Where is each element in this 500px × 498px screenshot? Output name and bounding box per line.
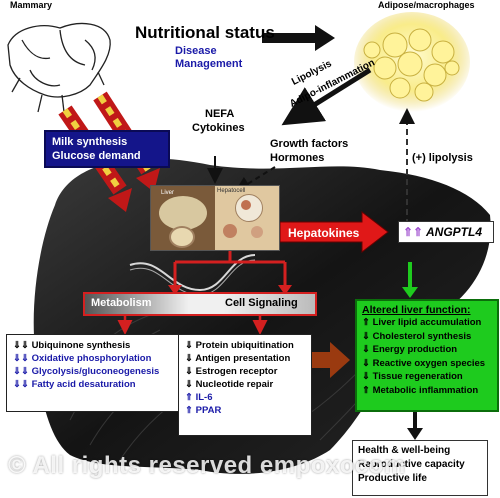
- altered-list-arrow: ⇑: [362, 317, 373, 328]
- metabolism-list-item: ⇓⇓ Glycolysis/gluconeogenesis: [13, 365, 175, 378]
- altered-list-text: Metabolic inflammation: [372, 384, 479, 396]
- metabolism-list-item: ⇓⇓ Ubiquinone synthesis: [13, 339, 175, 352]
- altered-title: Altered liver function:: [362, 304, 471, 316]
- metabolism-list-arrow: ⇓⇓: [13, 366, 32, 377]
- nutritional-status-title: Nutritional status: [135, 23, 275, 42]
- metabolism-list-item: ⇓⇓ Fatty acid desaturation: [13, 378, 175, 391]
- angptl4-arrows: ⇑⇑: [403, 225, 424, 239]
- signaling-list-text: Estrogen receptor: [195, 366, 278, 377]
- signaling-list-item: ⇑ IL-6: [185, 391, 305, 404]
- signaling-list-arrow: ⇓: [185, 353, 196, 364]
- signaling-list-item: ⇑ PPAR: [185, 404, 305, 417]
- signaling-list-text: Nucleotide repair: [195, 379, 274, 390]
- glucose-demand-label: Glucose demand: [52, 150, 141, 162]
- signaling-list-arrow: ⇓: [185, 366, 196, 377]
- watermark: © All rights reserved empoxocom: [8, 452, 406, 479]
- metabolism-signaling-banner: Metabolism Cell Signaling: [83, 292, 317, 316]
- signaling-list-text: PPAR: [195, 405, 222, 416]
- altered-list-text: Energy production: [372, 344, 458, 355]
- signaling-list-arrow: ⇓: [185, 340, 196, 351]
- altered-list-arrow: ⇑: [362, 384, 373, 396]
- metabolism-list-text: Oxidative phosphorylation: [31, 353, 152, 364]
- altered-list-item: ⇓ Reactive oxygen species: [362, 357, 492, 371]
- altered-list-item: ⇑ Liver lipid accumulation: [362, 316, 492, 330]
- angptl4-box: ⇑⇑ ANGPTL4: [398, 221, 494, 243]
- metabolism-list-text: Ubiquinone synthesis: [31, 340, 131, 351]
- hepatokines-label: Hepatokines: [288, 226, 360, 240]
- cell-label-b: Hepatocell: [217, 188, 246, 194]
- metabolism-list: ⇓⇓ Ubiquinone synthesis⇓⇓ Oxidative phos…: [6, 334, 182, 412]
- adipose-label: Adipose/macrophages: [378, 0, 475, 10]
- angptl4-label: ANGPTL4: [426, 225, 483, 239]
- signaling-list-item: ⇓ Estrogen receptor: [185, 365, 305, 378]
- altered-list-text: Liver lipid accumulation: [372, 317, 482, 328]
- metabolism-list-text: Fatty acid desaturation: [31, 379, 136, 390]
- metabolism-list-item: ⇓⇓ Oxidative phosphorylation: [13, 352, 175, 365]
- management-label: Management: [175, 58, 243, 70]
- altered-liver-function-box: Altered liver function: ⇑ Liver lipid ac…: [355, 299, 499, 412]
- metabolism-list-arrow: ⇓⇓: [13, 379, 32, 390]
- signaling-list-text: IL-6: [195, 392, 213, 403]
- health-line-2: Reproductive capacity: [358, 459, 465, 470]
- cytokines-label: Cytokines: [192, 122, 245, 134]
- mammary-label: Mammary: [10, 0, 53, 10]
- altered-list-item: ⇑ Metabolic inflammation: [362, 384, 492, 398]
- altered-list-arrow: ⇓: [362, 357, 373, 369]
- banner-cell-signaling: Cell Signaling: [225, 297, 298, 309]
- growth-factors-label: Growth factors: [270, 138, 349, 150]
- disease-label: Disease: [175, 45, 217, 57]
- altered-list-item: ⇓ Tissue regeneration: [362, 370, 492, 384]
- milk-synthesis-label: Milk synthesis: [52, 136, 128, 148]
- altered-list-item: ⇓ Cholesterol synthesis: [362, 330, 492, 344]
- mammary-illustration: [7, 22, 111, 113]
- altered-list-item: ⇓ Energy production: [362, 343, 492, 357]
- signaling-list-arrow: ⇑: [185, 392, 196, 403]
- signaling-list-text: Protein ubiquitination: [195, 340, 294, 351]
- health-box: Health & well-being Reproductive capacit…: [352, 440, 488, 496]
- metabolism-list-arrow: ⇓⇓: [13, 340, 32, 351]
- signaling-list-arrow: ⇑: [185, 405, 196, 416]
- cell-label-a: Liver: [161, 190, 175, 196]
- altered-list-text: Cholesterol synthesis: [372, 330, 472, 342]
- signaling-list-item: ⇓ Protein ubiquitination: [185, 339, 305, 352]
- altered-list-text: Tissue regeneration: [372, 371, 463, 382]
- altered-list-arrow: ⇓: [362, 371, 373, 382]
- plus-lipolysis-label: (+) lipolysis: [412, 152, 473, 164]
- banner-metabolism: Metabolism: [91, 297, 152, 309]
- health-line-3: Productive life: [358, 473, 427, 484]
- hepatocyte-image: Liver Hepatocell: [150, 185, 280, 251]
- signaling-list-item: ⇓ Antigen presentation: [185, 352, 305, 365]
- milk-synthesis-box: Milk synthesis Glucose demand: [44, 130, 170, 168]
- metabolism-list-arrow: ⇓⇓: [13, 353, 32, 364]
- hormones-label: Hormones: [270, 152, 325, 164]
- signaling-list-arrow: ⇓: [185, 379, 196, 390]
- altered-list-text: Reactive oxygen species: [372, 357, 486, 369]
- signaling-list-item: ⇓ Nucleotide repair: [185, 378, 305, 391]
- metabolism-list-text: Glycolysis/gluconeogenesis: [31, 366, 160, 377]
- health-line-1: Health & well-being: [358, 445, 451, 456]
- nefa-label: NEFA: [205, 108, 235, 120]
- altered-list-arrow: ⇓: [362, 330, 373, 342]
- signaling-list-text: Antigen presentation: [195, 353, 291, 364]
- altered-list-arrow: ⇓: [362, 344, 373, 355]
- signaling-list: ⇓ Protein ubiquitination⇓ Antigen presen…: [178, 334, 312, 436]
